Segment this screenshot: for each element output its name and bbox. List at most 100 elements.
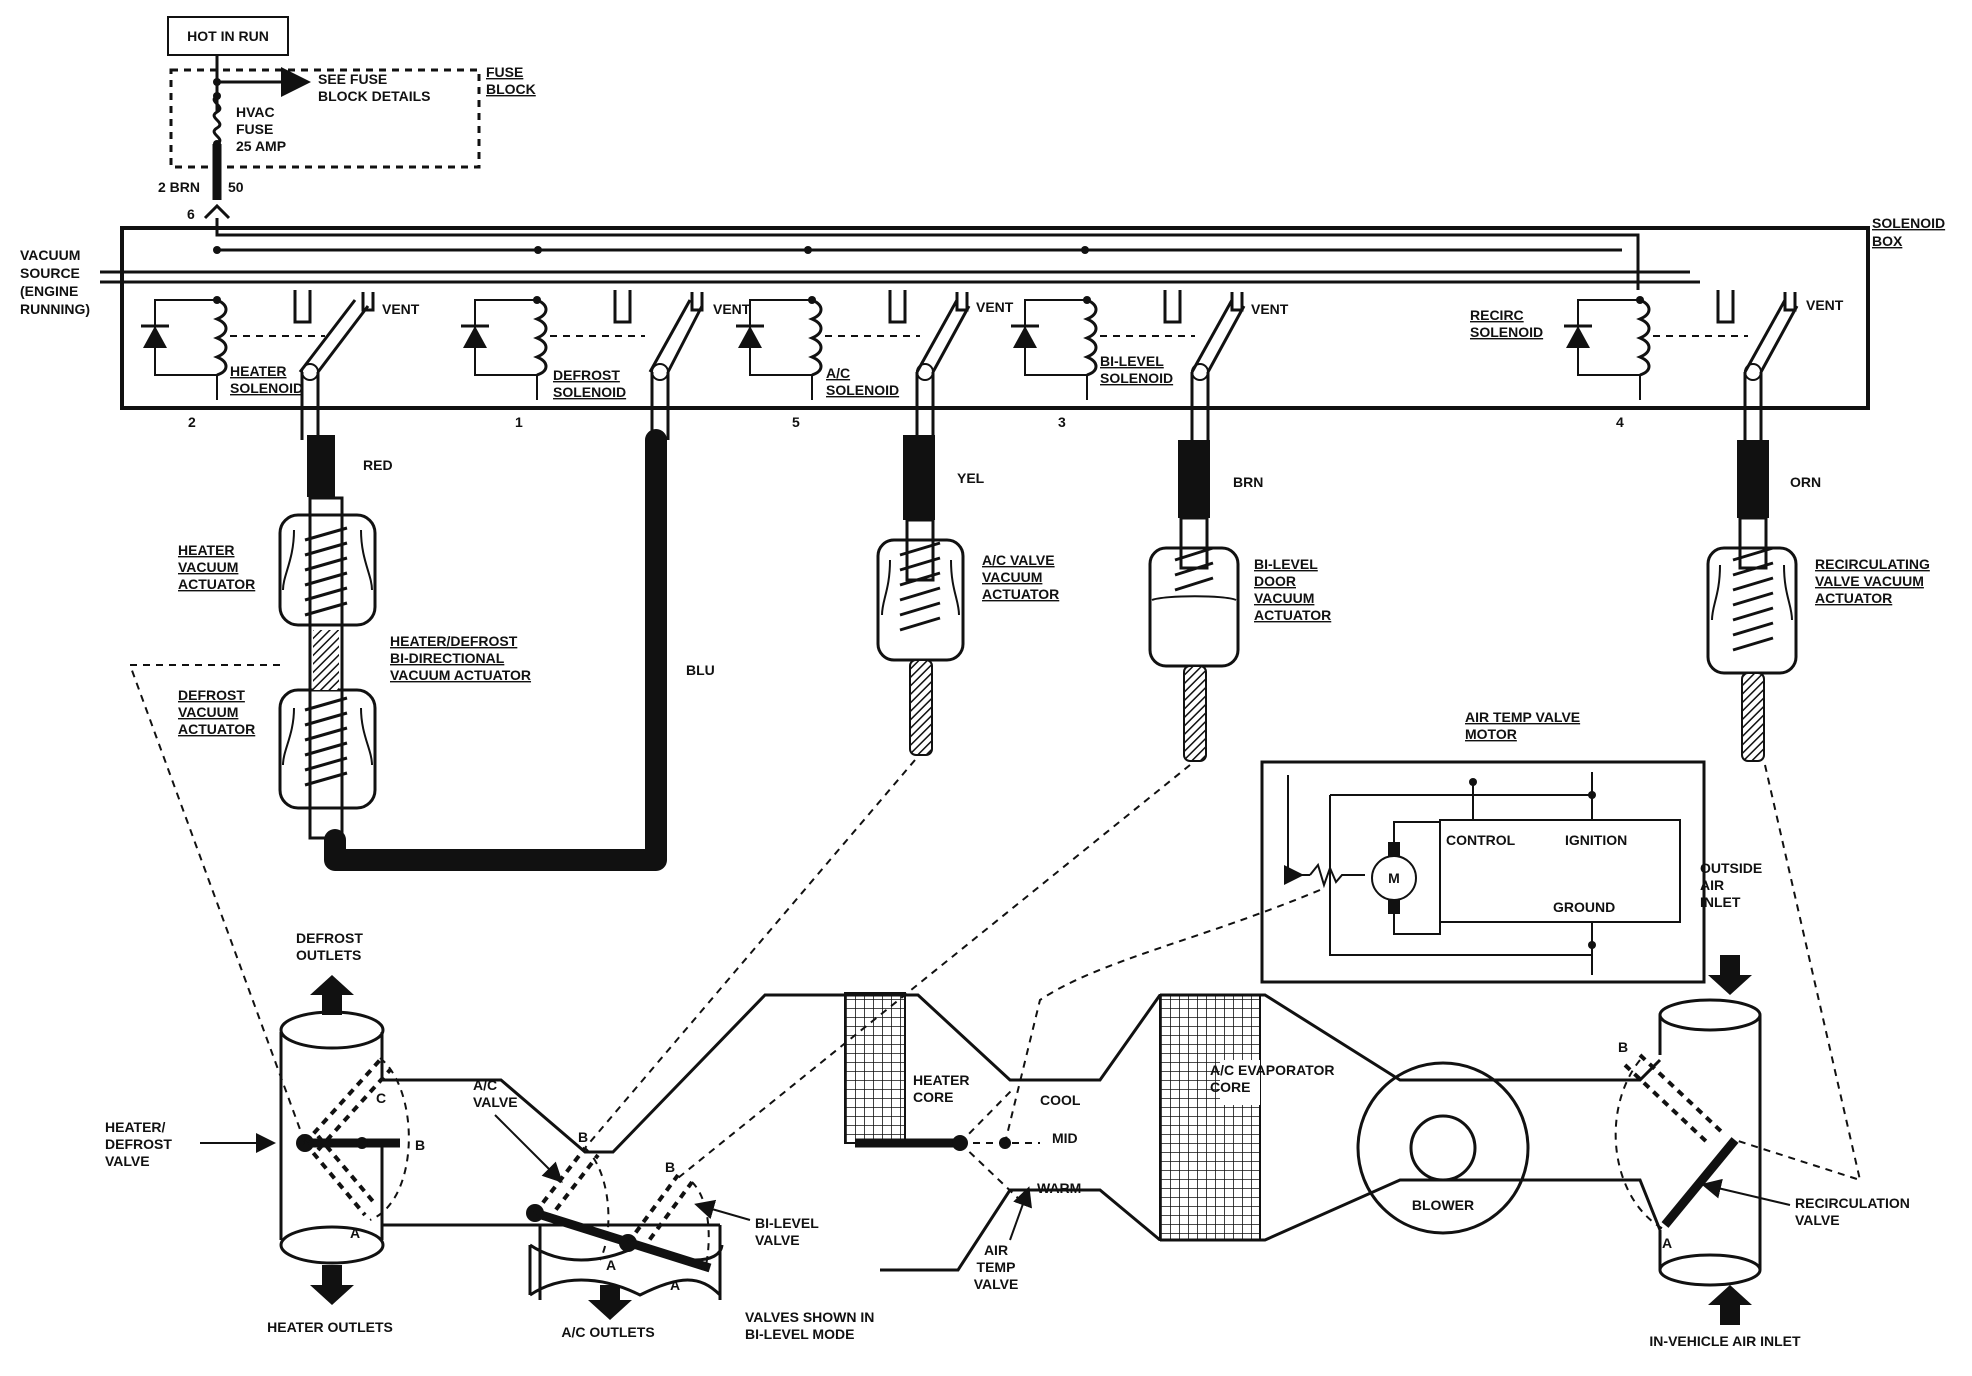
ac-solenoid-label-2: SOLENOID bbox=[826, 382, 899, 398]
defrost-outlets-label-2: OUTLETS bbox=[296, 947, 361, 963]
diaphragm bbox=[282, 707, 373, 766]
defrost-solenoid: VENT bbox=[461, 290, 751, 440]
pivot bbox=[1744, 363, 1762, 381]
fuse-block-outline bbox=[169, 68, 481, 169]
ground-label: GROUND bbox=[1553, 899, 1615, 915]
motor-lead bbox=[1393, 914, 1441, 935]
ac-solenoid: VENT bbox=[736, 290, 1014, 440]
outside-air-opening bbox=[1658, 998, 1762, 1032]
circuit-number-label: 50 bbox=[228, 179, 244, 195]
bilevel-solenoid-label-2: SOLENOID bbox=[1100, 370, 1173, 386]
actuator-rod bbox=[1738, 516, 1768, 570]
ac-actuator-label-2: VACUUM bbox=[982, 569, 1042, 585]
hot-in-run-label: HOT IN RUN bbox=[187, 28, 269, 44]
bilevel-door-actuator: BI-LEVEL DOOR VACUUM ACTUATOR bbox=[1148, 516, 1331, 762]
bilevel-valve-label-2: VALVE bbox=[755, 1232, 800, 1248]
evap-label-bg bbox=[1220, 1060, 1260, 1105]
vent-port bbox=[690, 292, 704, 312]
recirc-inlet-walls bbox=[1658, 1015, 1762, 1270]
valve-arc bbox=[691, 1181, 710, 1271]
actuator-body bbox=[1148, 546, 1240, 668]
heater-defrost-linkage bbox=[128, 664, 306, 1144]
heater-outlets-label: HEATER OUTLETS bbox=[267, 1319, 393, 1335]
recirc-door-alt-position bbox=[1623, 1053, 1727, 1147]
ac-a-label: A bbox=[606, 1257, 616, 1273]
pos-b-label: B bbox=[415, 1137, 425, 1153]
red-hose-label: RED bbox=[363, 457, 393, 473]
air-temp-valve-label-1: AIR bbox=[984, 1242, 1008, 1258]
diode-icon bbox=[463, 326, 487, 348]
recirculating-valve-actuator: RECIRCULATING VALVE VACUUM ACTUATOR bbox=[1706, 516, 1930, 762]
cool-label: COOL bbox=[1040, 1092, 1081, 1108]
vacuum-source-label-2: SOURCE bbox=[20, 265, 80, 281]
air-temp-linkage bbox=[1004, 889, 1321, 1144]
vent-port bbox=[1230, 292, 1244, 312]
leader-arrow bbox=[1701, 1178, 1791, 1206]
vacuum-source-label-1: VACUUM bbox=[20, 247, 80, 263]
rod-hatch bbox=[313, 630, 339, 690]
recirc-solenoid-label-1: RECIRC bbox=[1470, 307, 1524, 323]
vacuum-port bbox=[293, 290, 312, 324]
vacuum-port bbox=[613, 290, 632, 324]
bilevel-valve-position bbox=[626, 1173, 694, 1252]
actuator-shaft bbox=[1741, 672, 1765, 762]
vacuum-port bbox=[1163, 290, 1182, 324]
ac-outlet-bottom bbox=[529, 1278, 722, 1297]
valve-lever-2 bbox=[1759, 305, 1799, 373]
recirc-solenoid: VENT bbox=[1564, 290, 1844, 440]
ac-outlet-arrow-icon bbox=[588, 1285, 632, 1320]
in-vehicle-air-opening bbox=[1658, 1253, 1762, 1287]
valve-lever bbox=[648, 299, 692, 373]
defrost-actuator-label-3: ACTUATOR bbox=[178, 721, 255, 737]
motor-housing bbox=[1260, 760, 1706, 984]
valve-lever-2 bbox=[316, 305, 370, 373]
diode-icon bbox=[738, 326, 762, 348]
recirc-door-arc bbox=[1614, 1059, 1666, 1231]
motor-title-2: MOTOR bbox=[1465, 726, 1517, 742]
leader-arrow bbox=[694, 1199, 751, 1221]
outside-air-arrow-icon bbox=[1708, 955, 1752, 995]
junction-dot bbox=[1588, 941, 1596, 949]
heater-core-label-2: CORE bbox=[913, 1089, 953, 1105]
cool-position bbox=[959, 1089, 1013, 1144]
ac-solenoid-pin: 5 bbox=[792, 414, 800, 430]
valve-link bbox=[356, 1137, 368, 1149]
valve-lever bbox=[1190, 299, 1234, 373]
warm-label: WARM bbox=[1037, 1180, 1081, 1196]
defrost-outlet-arrow-icon bbox=[310, 975, 354, 1015]
actuator-rod bbox=[1179, 516, 1209, 570]
defrost-solenoid-pin: 1 bbox=[515, 414, 523, 430]
junction-dot bbox=[1083, 296, 1091, 304]
heater-actuator-label-2: VACUUM bbox=[178, 559, 238, 575]
heater-outlet-opening bbox=[279, 1225, 385, 1265]
junction-dot bbox=[213, 246, 221, 254]
heater-position bbox=[303, 1134, 378, 1217]
power-section: HOT IN RUN FUSE BLOCK SEE FUSE BLOCK DET… bbox=[158, 16, 536, 222]
connector-pin-label: 6 bbox=[187, 206, 195, 222]
junction-dot bbox=[1588, 791, 1596, 799]
red-hose bbox=[307, 435, 335, 497]
evap-label-2: CORE bbox=[1210, 1079, 1250, 1095]
heater-actuator-label-3: ACTUATOR bbox=[178, 576, 255, 592]
air-temp-pivot bbox=[952, 1135, 968, 1151]
ac-valve-position bbox=[533, 1146, 600, 1222]
motor-title-1: AIR TEMP VALVE bbox=[1465, 709, 1580, 725]
heater-defrost-valve-label-1: HEATER/ bbox=[105, 1119, 166, 1135]
heater-actuator-label-1: HEATER bbox=[178, 542, 235, 558]
heater-solenoid-pin: 2 bbox=[188, 414, 196, 430]
actuator-rod bbox=[308, 496, 344, 840]
heater-outlet-arrow-icon bbox=[310, 1265, 354, 1305]
recirc-solenoid-label-2: SOLENOID bbox=[1470, 324, 1543, 340]
vacuum-source-label-4: RUNNING) bbox=[20, 301, 90, 317]
recirculation-door bbox=[1661, 1137, 1739, 1228]
valve-arc bbox=[584, 1147, 610, 1261]
wire-color-label: 2 BRN bbox=[158, 179, 200, 195]
diaphragm bbox=[1151, 595, 1237, 601]
power-bus bbox=[215, 218, 1640, 290]
bilevel-solenoid-pin: 3 bbox=[1058, 414, 1066, 430]
vent-label: VENT bbox=[976, 299, 1014, 315]
spring-icon bbox=[304, 696, 348, 787]
actuator-shaft bbox=[1183, 665, 1207, 762]
hvac-fuse-symbol bbox=[212, 94, 222, 146]
